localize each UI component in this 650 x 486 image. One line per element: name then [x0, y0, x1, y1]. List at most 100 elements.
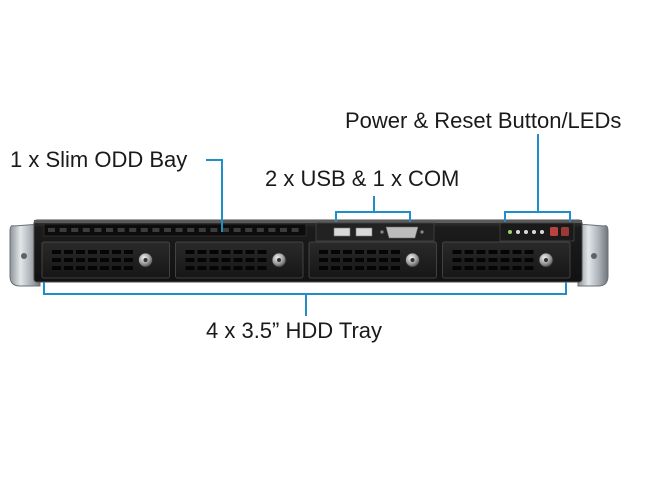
tray-knob-center [143, 258, 148, 262]
tray-vent-slot [524, 250, 534, 254]
tray-vent-slot [488, 266, 498, 270]
tray-vent-slot [500, 258, 510, 262]
rack-ear-right [577, 223, 609, 287]
odd-vent-slot [94, 228, 102, 232]
tray-vent-slot [464, 258, 474, 262]
led-5 [540, 230, 544, 234]
tray-vent-slot [185, 250, 195, 254]
odd-vent-slot [140, 228, 148, 232]
label-power-reset: Power & Reset Button/LEDs [345, 108, 621, 133]
tray-vent-slot [233, 250, 243, 254]
tray-vent-slot [257, 266, 267, 270]
tray-vent-slot [464, 266, 474, 270]
tray-vent-slot [367, 258, 376, 262]
front-io-panel [315, 222, 435, 242]
odd-vent-slot [175, 228, 183, 232]
odd-vent-slot [117, 228, 125, 232]
label-slim-odd: 1 x Slim ODD Bay [10, 147, 187, 172]
tray-vent-slot [64, 250, 73, 254]
tray-vent-slot [64, 258, 73, 262]
hdd-tray [175, 241, 304, 279]
tray-vent-slot [331, 258, 340, 262]
bracket-hdd-tray [43, 282, 567, 295]
tray-vent-slot [76, 250, 85, 254]
tray-knob-center [277, 258, 281, 262]
odd-vent-slot [106, 228, 113, 232]
tray-vent-slot [64, 266, 73, 270]
led-4 [532, 230, 536, 234]
tray-vent-slot [88, 266, 97, 270]
tray-vent-slot [319, 258, 328, 262]
tray-vent-slot [500, 266, 510, 270]
com-port [385, 226, 419, 239]
tray-vent-slot [100, 250, 109, 254]
power-button [550, 227, 558, 236]
tray-vent-slot [367, 250, 376, 254]
tray-vent-slot [379, 258, 388, 262]
tray-vent-slot [100, 266, 109, 270]
tray-vent-slot [355, 266, 364, 270]
tray-vent-slot [245, 250, 255, 254]
tray-vent-slot [464, 250, 474, 254]
tray-vent-slot [76, 258, 85, 262]
tray-vent-slot [488, 250, 498, 254]
tray-vent-slot [500, 250, 510, 254]
tray-vent-slot [524, 258, 534, 262]
odd-vent-slot [164, 228, 171, 232]
tray-vent-slot [52, 258, 61, 262]
odd-vent-slot [233, 228, 241, 232]
tray-vent-slot [319, 250, 328, 254]
led-1 [508, 230, 512, 234]
tray-vent-slot [476, 266, 486, 270]
tray-vent-slot [476, 258, 486, 262]
tray-vent-slot [379, 266, 388, 270]
odd-vent-slot [256, 228, 264, 232]
rack-ear-left [9, 223, 41, 287]
usb-port-1 [333, 227, 351, 237]
tray-vent-slot [476, 250, 486, 254]
label-hdd-tray: 4 x 3.5” HDD Tray [206, 318, 382, 343]
odd-vent-slot [268, 228, 276, 232]
tray-vent-slot [185, 258, 195, 262]
odd-vent-slot [222, 228, 229, 232]
hdd-tray [308, 241, 437, 279]
tray-vent-slot [112, 266, 121, 270]
tray-vent-slot [245, 266, 255, 270]
tray-vent-slot [112, 250, 121, 254]
tray-vent-slot [257, 250, 267, 254]
odd-vent-slot [129, 228, 137, 232]
tray-vent-slot [209, 258, 219, 262]
tray-vent-slot [197, 258, 207, 262]
tray-vent-slot [100, 258, 109, 262]
tray-vent-slot [512, 266, 522, 270]
tray-vent-slot [197, 250, 207, 254]
tray-vent-slot [331, 266, 340, 270]
odd-vent-slot [280, 228, 287, 232]
tray-vent-slot [245, 258, 255, 262]
tray-vent-slot [209, 266, 219, 270]
tray-vent-slot [233, 266, 243, 270]
tray-vent-slot [185, 266, 195, 270]
tray-vent-slot [391, 250, 400, 254]
tray-vent-slot [197, 266, 207, 270]
control-panel [499, 222, 575, 242]
led-3 [524, 230, 528, 234]
odd-vent-slot [59, 228, 67, 232]
tray-vent-slot [124, 250, 133, 254]
usb-port-2 [355, 227, 373, 237]
tray-vent-slot [391, 266, 400, 270]
odd-vent-slot [291, 228, 299, 232]
hdd-tray-group [41, 241, 571, 279]
tray-vent-slot [379, 250, 388, 254]
tray-vent-slot [124, 266, 133, 270]
tray-vent-slot [452, 258, 462, 262]
tray-vent-slot [88, 250, 97, 254]
led-2 [516, 230, 520, 234]
leader-slim-odd [206, 159, 223, 232]
tray-vent-slot [367, 266, 376, 270]
tray-vent-slot [391, 258, 400, 262]
tray-vent-slot [452, 266, 462, 270]
tray-vent-slot [221, 258, 231, 262]
tray-vent-slot [52, 266, 61, 270]
tray-vent-slot [52, 250, 61, 254]
